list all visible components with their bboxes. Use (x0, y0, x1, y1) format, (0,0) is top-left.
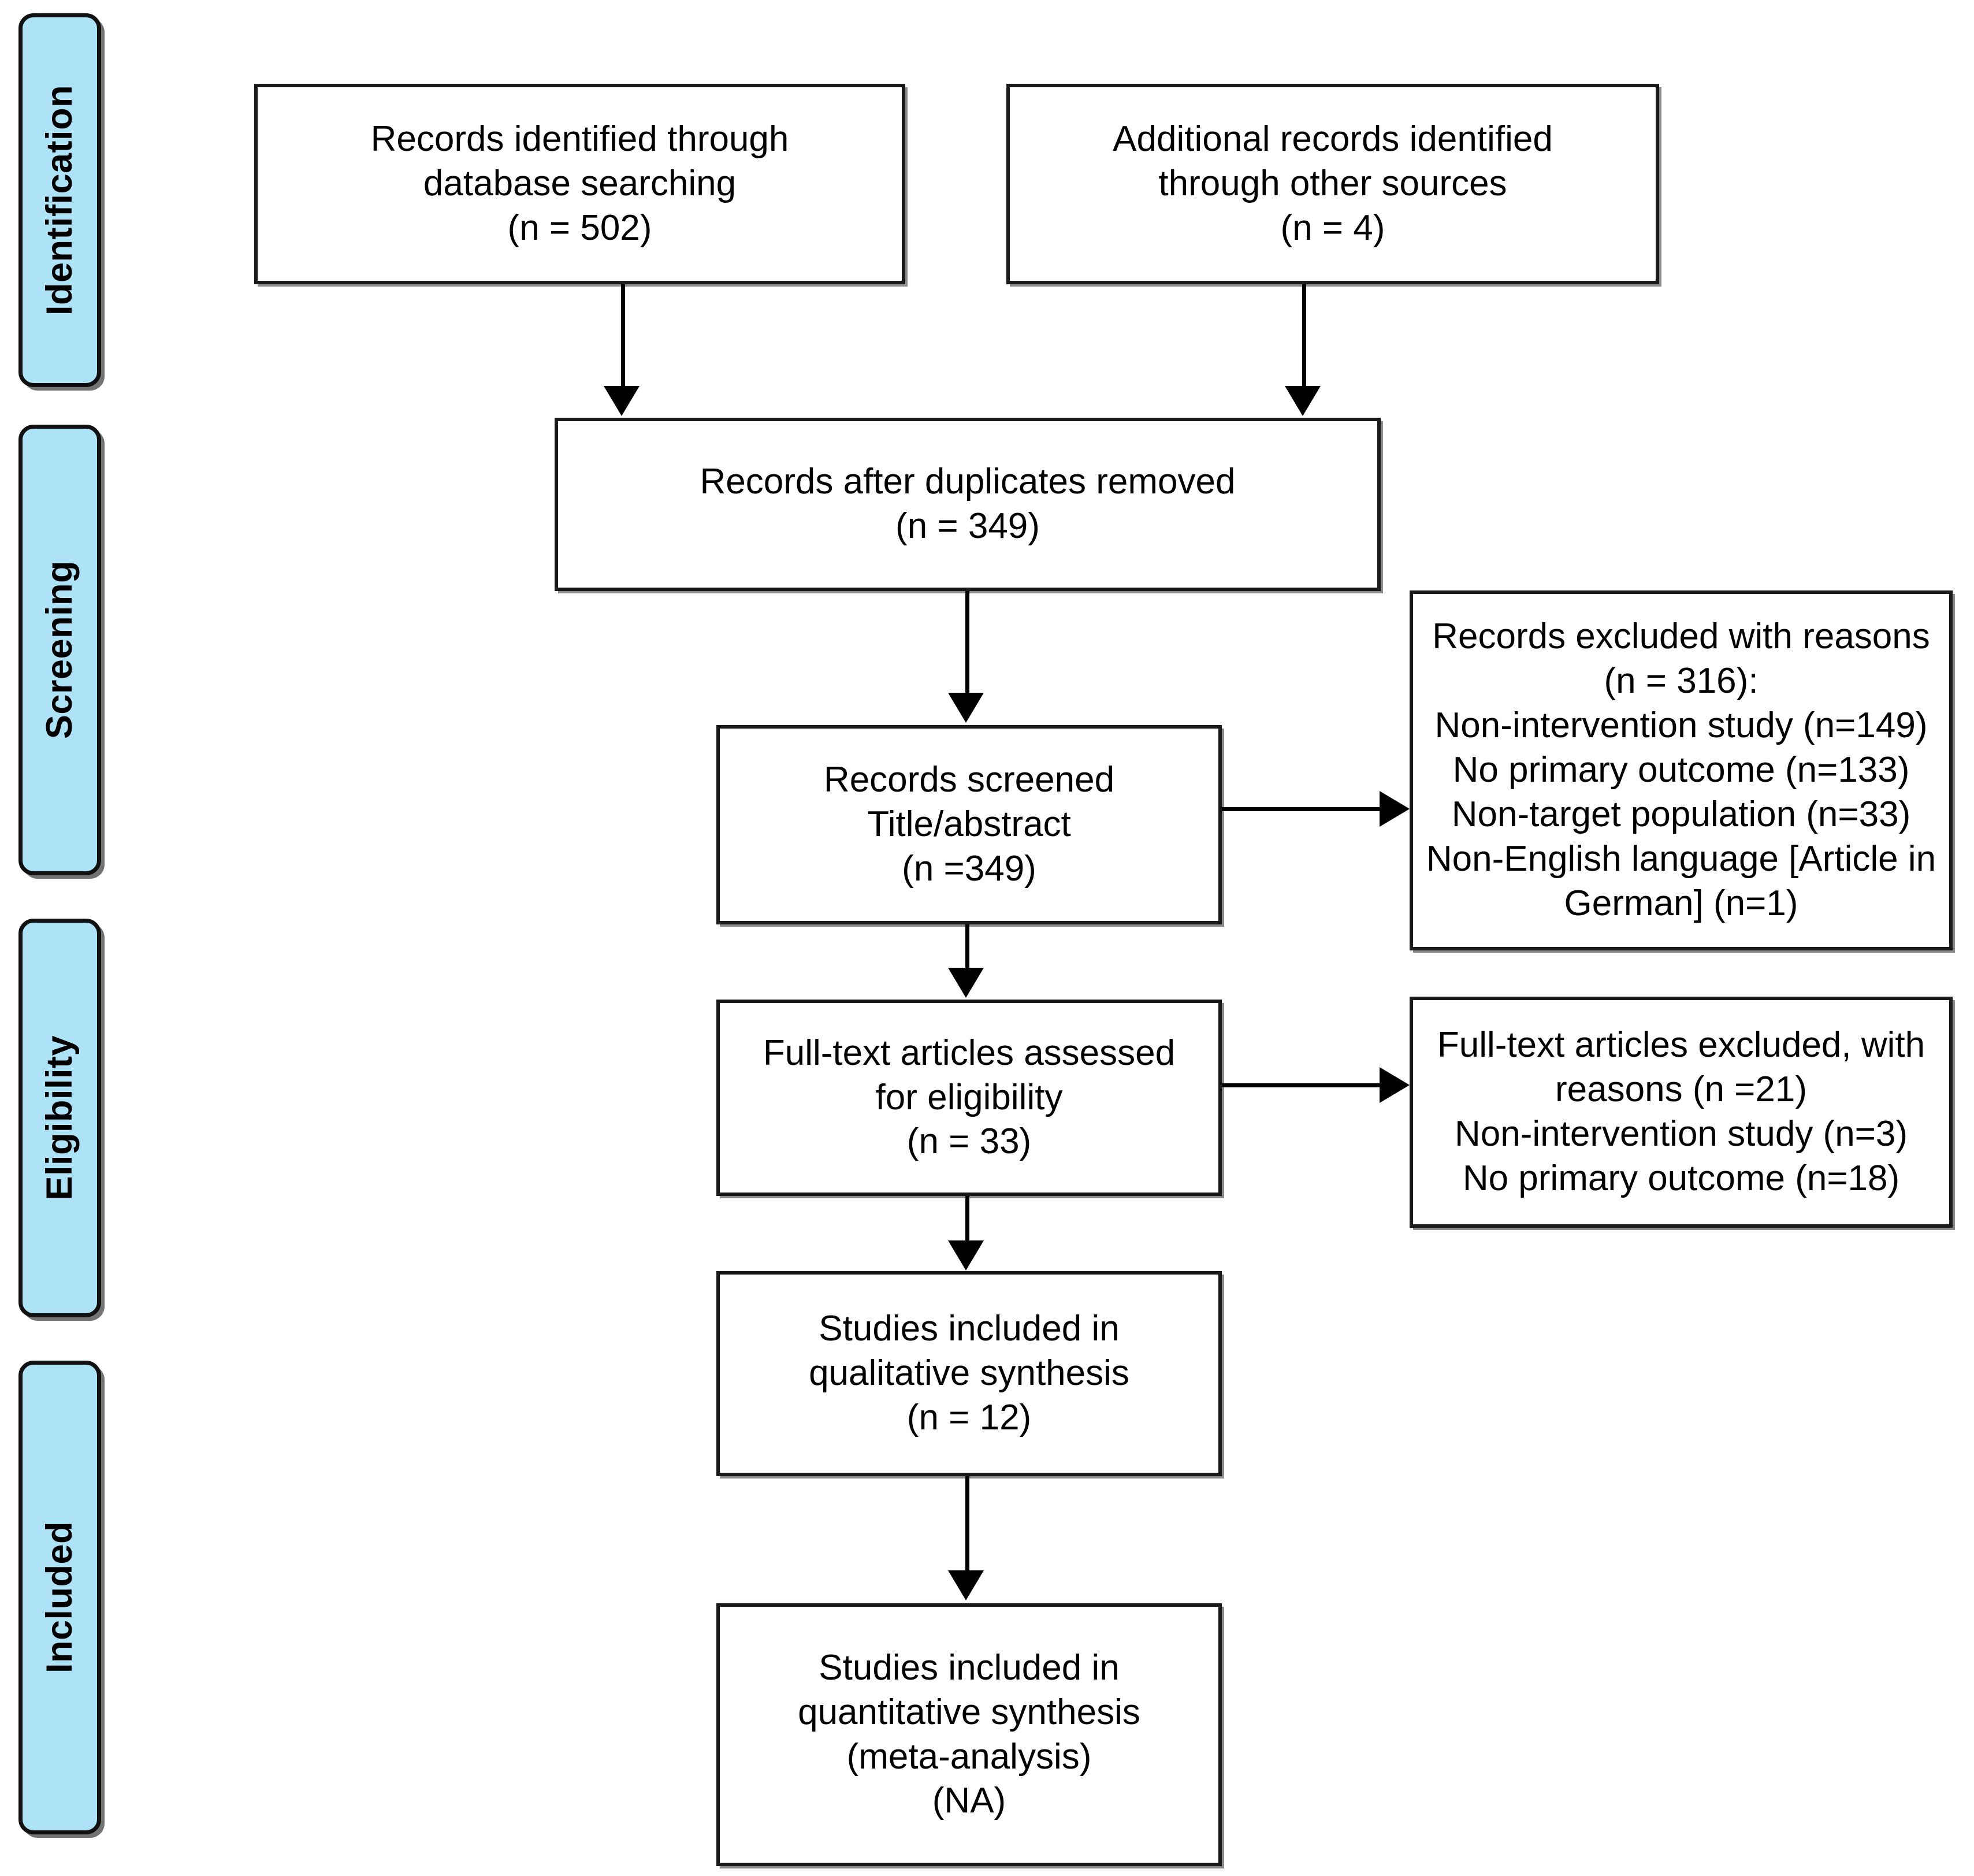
box-line: Additional records identified (1113, 119, 1553, 159)
box-line: Full-text articles assessed (763, 1032, 1176, 1073)
arrowhead-duplicates-to-screened (948, 693, 984, 723)
box-line: Records after duplicates removed (700, 462, 1236, 502)
box-line: Studies included in (819, 1309, 1120, 1349)
box-studies-qualitative-synthesis: Studies included in qualitative synthesi… (716, 1271, 1222, 1476)
box-line: (n = 502) (507, 207, 652, 248)
box-records-screened: Records screened Title/abstract (n =349) (716, 725, 1222, 924)
arrowhead-screened-to-fulltext (948, 968, 984, 998)
connector-fulltext-to-excluded (1222, 1083, 1381, 1087)
box-line: for eligibility (875, 1077, 1063, 1117)
connector-duplicates-to-screened (965, 591, 969, 695)
stage-label-included: Included (39, 1521, 80, 1674)
stage-tab-included: Included (18, 1361, 101, 1834)
box-line: database searching (423, 164, 737, 204)
box-fulltext-articles-excluded: Full-text articles excluded, with reason… (1410, 997, 1953, 1228)
box-line: Non-intervention study (n=149) (1434, 705, 1928, 746)
box-line: Studies included in (819, 1647, 1120, 1688)
box-line: qualitative synthesis (809, 1353, 1129, 1394)
arrowhead-screened-to-excluded (1380, 791, 1410, 827)
arrowhead-fulltext-to-qualitative (948, 1240, 984, 1271)
box-line: (n = 33) (906, 1121, 1032, 1162)
box-additional-records-other-sources: Additional records identified through ot… (1006, 84, 1659, 284)
box-fulltext-articles-assessed: Full-text articles assessed for eligibil… (716, 1000, 1222, 1196)
stage-label-screening: Screening (39, 560, 80, 740)
connector-db-search-to-duplicates (621, 284, 625, 388)
arrowhead-db-search-to-duplicates (604, 386, 640, 416)
box-line: through other sources (1158, 164, 1507, 204)
stage-label-eligibility: Eligibility (39, 1035, 80, 1201)
connector-qualitative-to-quantitative (965, 1476, 969, 1572)
box-records-after-duplicates-removed: Records after duplicates removed (n = 34… (555, 418, 1381, 591)
box-line: (n = 12) (906, 1397, 1032, 1437)
box-line: quantitative synthesis (798, 1692, 1140, 1732)
box-studies-quantitative-synthesis: Studies included in quantitative synthes… (716, 1603, 1222, 1866)
connector-other-sources-to-duplicates (1302, 284, 1306, 388)
box-line: (n = 316): (1604, 661, 1759, 701)
connector-screened-to-excluded (1222, 807, 1381, 811)
stage-label-identification: Identification (39, 85, 80, 315)
box-records-identified-database: Records identified through database sear… (254, 84, 905, 284)
box-line: (n =349) (902, 848, 1036, 889)
connector-fulltext-to-qualitative (965, 1196, 969, 1242)
box-line: (n = 4) (1280, 207, 1385, 248)
box-line: Non-intervention study (n=3) (1454, 1114, 1908, 1154)
box-line: No primary outcome (n=18) (1462, 1158, 1900, 1198)
box-line: Records excluded with reasons (1432, 616, 1930, 657)
arrowhead-qualitative-to-quantitative (948, 1570, 984, 1600)
box-line: (NA) (932, 1781, 1006, 1821)
box-line: Records screened (823, 760, 1115, 800)
arrowhead-other-sources-to-duplicates (1285, 386, 1321, 416)
connector-screened-to-fulltext (965, 924, 969, 969)
stage-tab-identification: Identification (18, 13, 101, 387)
box-line: Records identified through (370, 119, 789, 159)
box-line: Non-English language [Article in German]… (1426, 838, 1936, 923)
box-records-excluded-with-reasons: Records excluded with reasons (n = 316):… (1410, 590, 1953, 950)
box-line: No primary outcome (n=133) (1452, 750, 1910, 790)
box-line: Full-text articles excluded, with reason… (1437, 1025, 1925, 1110)
box-line: (n = 349) (895, 506, 1040, 546)
box-line: Title/abstract (867, 804, 1071, 845)
stage-tab-screening: Screening (18, 425, 101, 875)
stage-tab-eligibility: Eligibility (18, 919, 101, 1317)
box-line: (meta-analysis) (846, 1736, 1092, 1777)
box-line: Non-target population (n=33) (1451, 794, 1911, 834)
arrowhead-fulltext-to-excluded (1380, 1067, 1410, 1103)
